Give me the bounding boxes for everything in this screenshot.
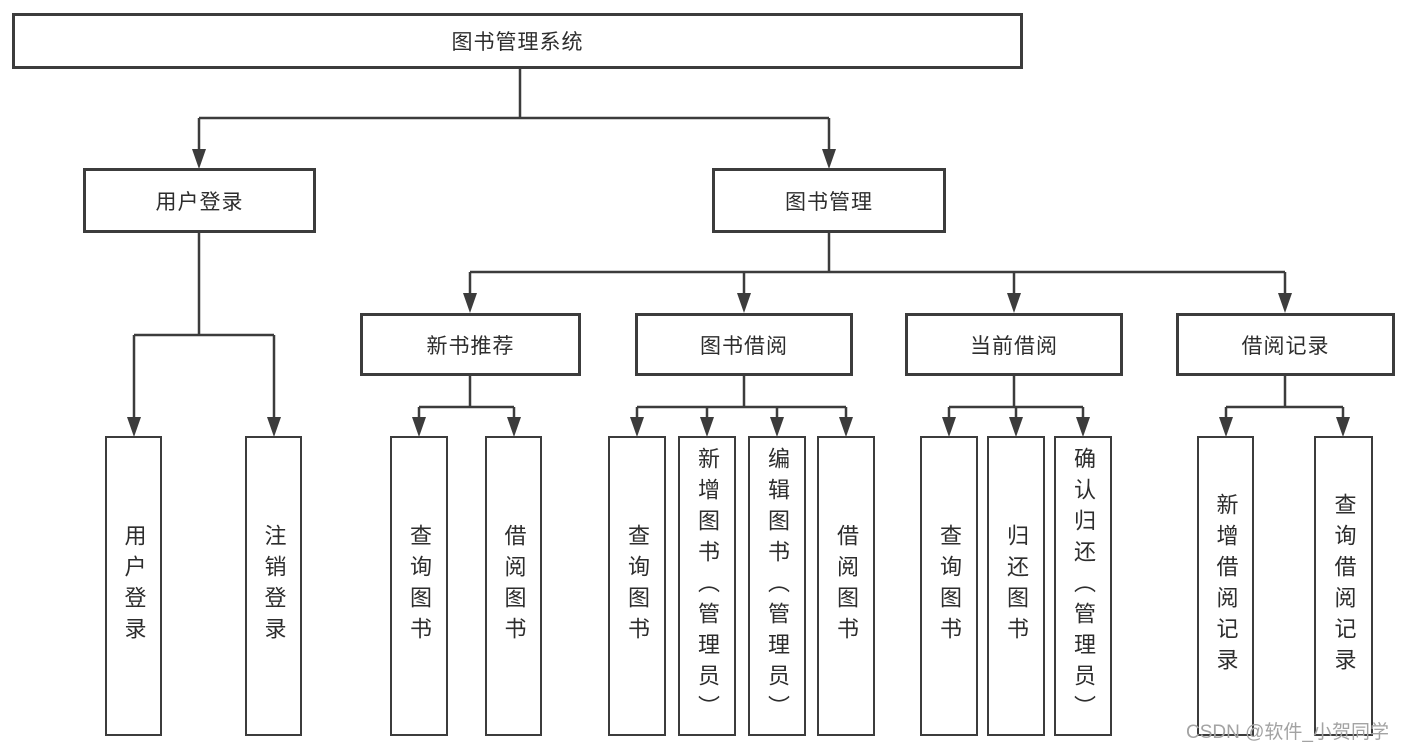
node-label: 新增图书（管理员） — [695, 446, 720, 726]
node-user-login: 用户登录 — [83, 168, 316, 233]
leaf-borrowing-add-books-admin: 新增图书（管理员） — [678, 436, 736, 736]
node-current-borrowing: 当前借阅 — [905, 313, 1123, 376]
leaf-current-confirm-return-admin: 确认归还（管理员） — [1054, 436, 1112, 736]
node-label: 新增借阅记录 — [1213, 493, 1239, 679]
leaf-newbook-borrow-books: 借阅图书 — [485, 436, 542, 736]
leaf-current-return-books: 归还图书 — [987, 436, 1045, 736]
node-label: 用户登录 — [155, 190, 244, 214]
leaf-newbook-query-books: 查询图书 — [390, 436, 448, 736]
node-new-book-recommendation: 新书推荐 — [360, 313, 581, 376]
node-label: 编辑图书（管理员） — [765, 446, 790, 726]
node-label: 查询图书 — [407, 524, 432, 648]
leaf-logout: 注销登录 — [245, 436, 302, 736]
node-book-management: 图书管理 — [712, 168, 946, 233]
node-label: 用户登录 — [121, 524, 147, 648]
node-label: 图书管理 — [785, 190, 873, 214]
node-label: 图书管理系统 — [451, 31, 584, 54]
node-label: 借阅图书 — [501, 524, 527, 648]
leaf-user-login: 用户登录 — [105, 436, 162, 736]
leaf-records-add-record: 新增借阅记录 — [1197, 436, 1254, 736]
node-label: 注销登录 — [261, 524, 287, 648]
node-book-borrowing: 图书借阅 — [635, 313, 853, 376]
node-label: 确认归还（管理员） — [1071, 446, 1096, 726]
node-borrowing-records: 借阅记录 — [1176, 313, 1395, 376]
node-label: 查询图书 — [625, 524, 650, 648]
leaf-borrowing-query-books: 查询图书 — [608, 436, 666, 736]
node-book-management-system: 图书管理系统 — [12, 13, 1023, 69]
leaf-records-query-record: 查询借阅记录 — [1314, 436, 1373, 736]
node-label: 归还图书 — [1004, 524, 1029, 648]
leaf-borrowing-borrow-books: 借阅图书 — [817, 436, 875, 736]
node-label: 查询图书 — [937, 524, 962, 648]
node-label: 借阅图书 — [834, 524, 859, 648]
node-label: 查询借阅记录 — [1331, 493, 1357, 679]
node-label: 图书借阅 — [700, 334, 788, 358]
leaf-borrowing-edit-books-admin: 编辑图书（管理员） — [748, 436, 806, 736]
node-label: 新书推荐 — [426, 334, 515, 358]
node-label: 借阅记录 — [1241, 334, 1330, 358]
leaf-current-query-books: 查询图书 — [920, 436, 978, 736]
csdn-watermark: CSDN @软件_小贺同学 — [1186, 722, 1389, 743]
node-label: 当前借阅 — [970, 334, 1058, 358]
